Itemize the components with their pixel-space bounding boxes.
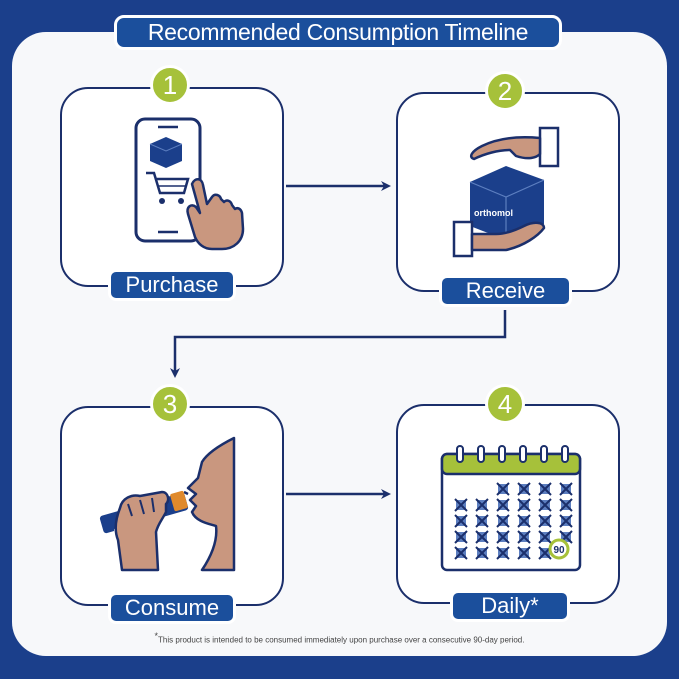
calendar-day-crossed [517,514,531,528]
calendar-day-crossed [517,530,531,544]
calendar-ring [456,445,464,463]
step-label-daily: Daily* [450,590,570,622]
step-number-2: 2 [485,71,525,111]
day-90-badge-text: 90 [553,545,565,556]
calendar-day-crossed [538,482,552,496]
step-label-consume: Consume [108,592,236,624]
footnote: *This product is intended to be consumed… [0,631,679,645]
calendar-day-crossed [517,546,531,560]
calendar-ring [540,445,548,463]
calendar-day-crossed [559,498,573,512]
box-brand-text: orthomol [474,208,513,218]
calendar-icon: 90 [440,445,582,572]
step-card-receive: orthomol [396,92,620,292]
arrow-2-to-3 [170,310,507,378]
hands-box-icon: orthomol [452,126,560,258]
footnote-mark: * [154,631,159,641]
calendar-day-crossed [475,546,489,560]
step-label-purchase: Purchase [108,269,236,301]
step-label-receive: Receive [439,275,572,307]
calendar-day-crossed [475,514,489,528]
calendar-day-crossed [538,530,552,544]
phone-cart-icon [134,117,245,251]
page-title: Recommended Consumption Timeline [114,15,562,50]
calendar-day-crossed [496,498,510,512]
calendar-ring [477,445,485,463]
calendar-day-crossed [517,498,531,512]
calendar-day-crossed [454,498,468,512]
step-card-purchase [60,87,284,287]
calendar-rings [456,445,569,463]
calendar-day-crossed [496,530,510,544]
step-number-3: 3 [150,384,190,424]
calendar-day-crossed [475,530,489,544]
step-number-4: 4 [485,384,525,424]
step-number-1: 1 [150,65,190,105]
calendar-day-crossed [454,530,468,544]
calendar-day-crossed [559,514,573,528]
calendar-day-crossed [559,482,573,496]
calendar-day-crossed [517,482,531,496]
calendar-day-crossed [496,514,510,528]
footnote-text: This product is intended to be consumed … [158,635,525,645]
calendar-day-crossed [496,546,510,560]
calendar-ring [498,445,506,463]
drink-stick-icon: orthomol [99,436,236,572]
calendar-ring [519,445,527,463]
day-90-badge [548,538,570,560]
calendar-day-crossed [538,514,552,528]
step-card-daily: 90 [396,404,620,604]
step-card-consume: orthomol [60,406,284,606]
calendar-day-grid [454,482,573,560]
calendar-day-crossed [454,546,468,560]
calendar-day-crossed [475,498,489,512]
calendar-day-crossed [454,514,468,528]
calendar-day-crossed [538,498,552,512]
calendar-day-crossed [496,482,510,496]
calendar-ring [561,445,569,463]
